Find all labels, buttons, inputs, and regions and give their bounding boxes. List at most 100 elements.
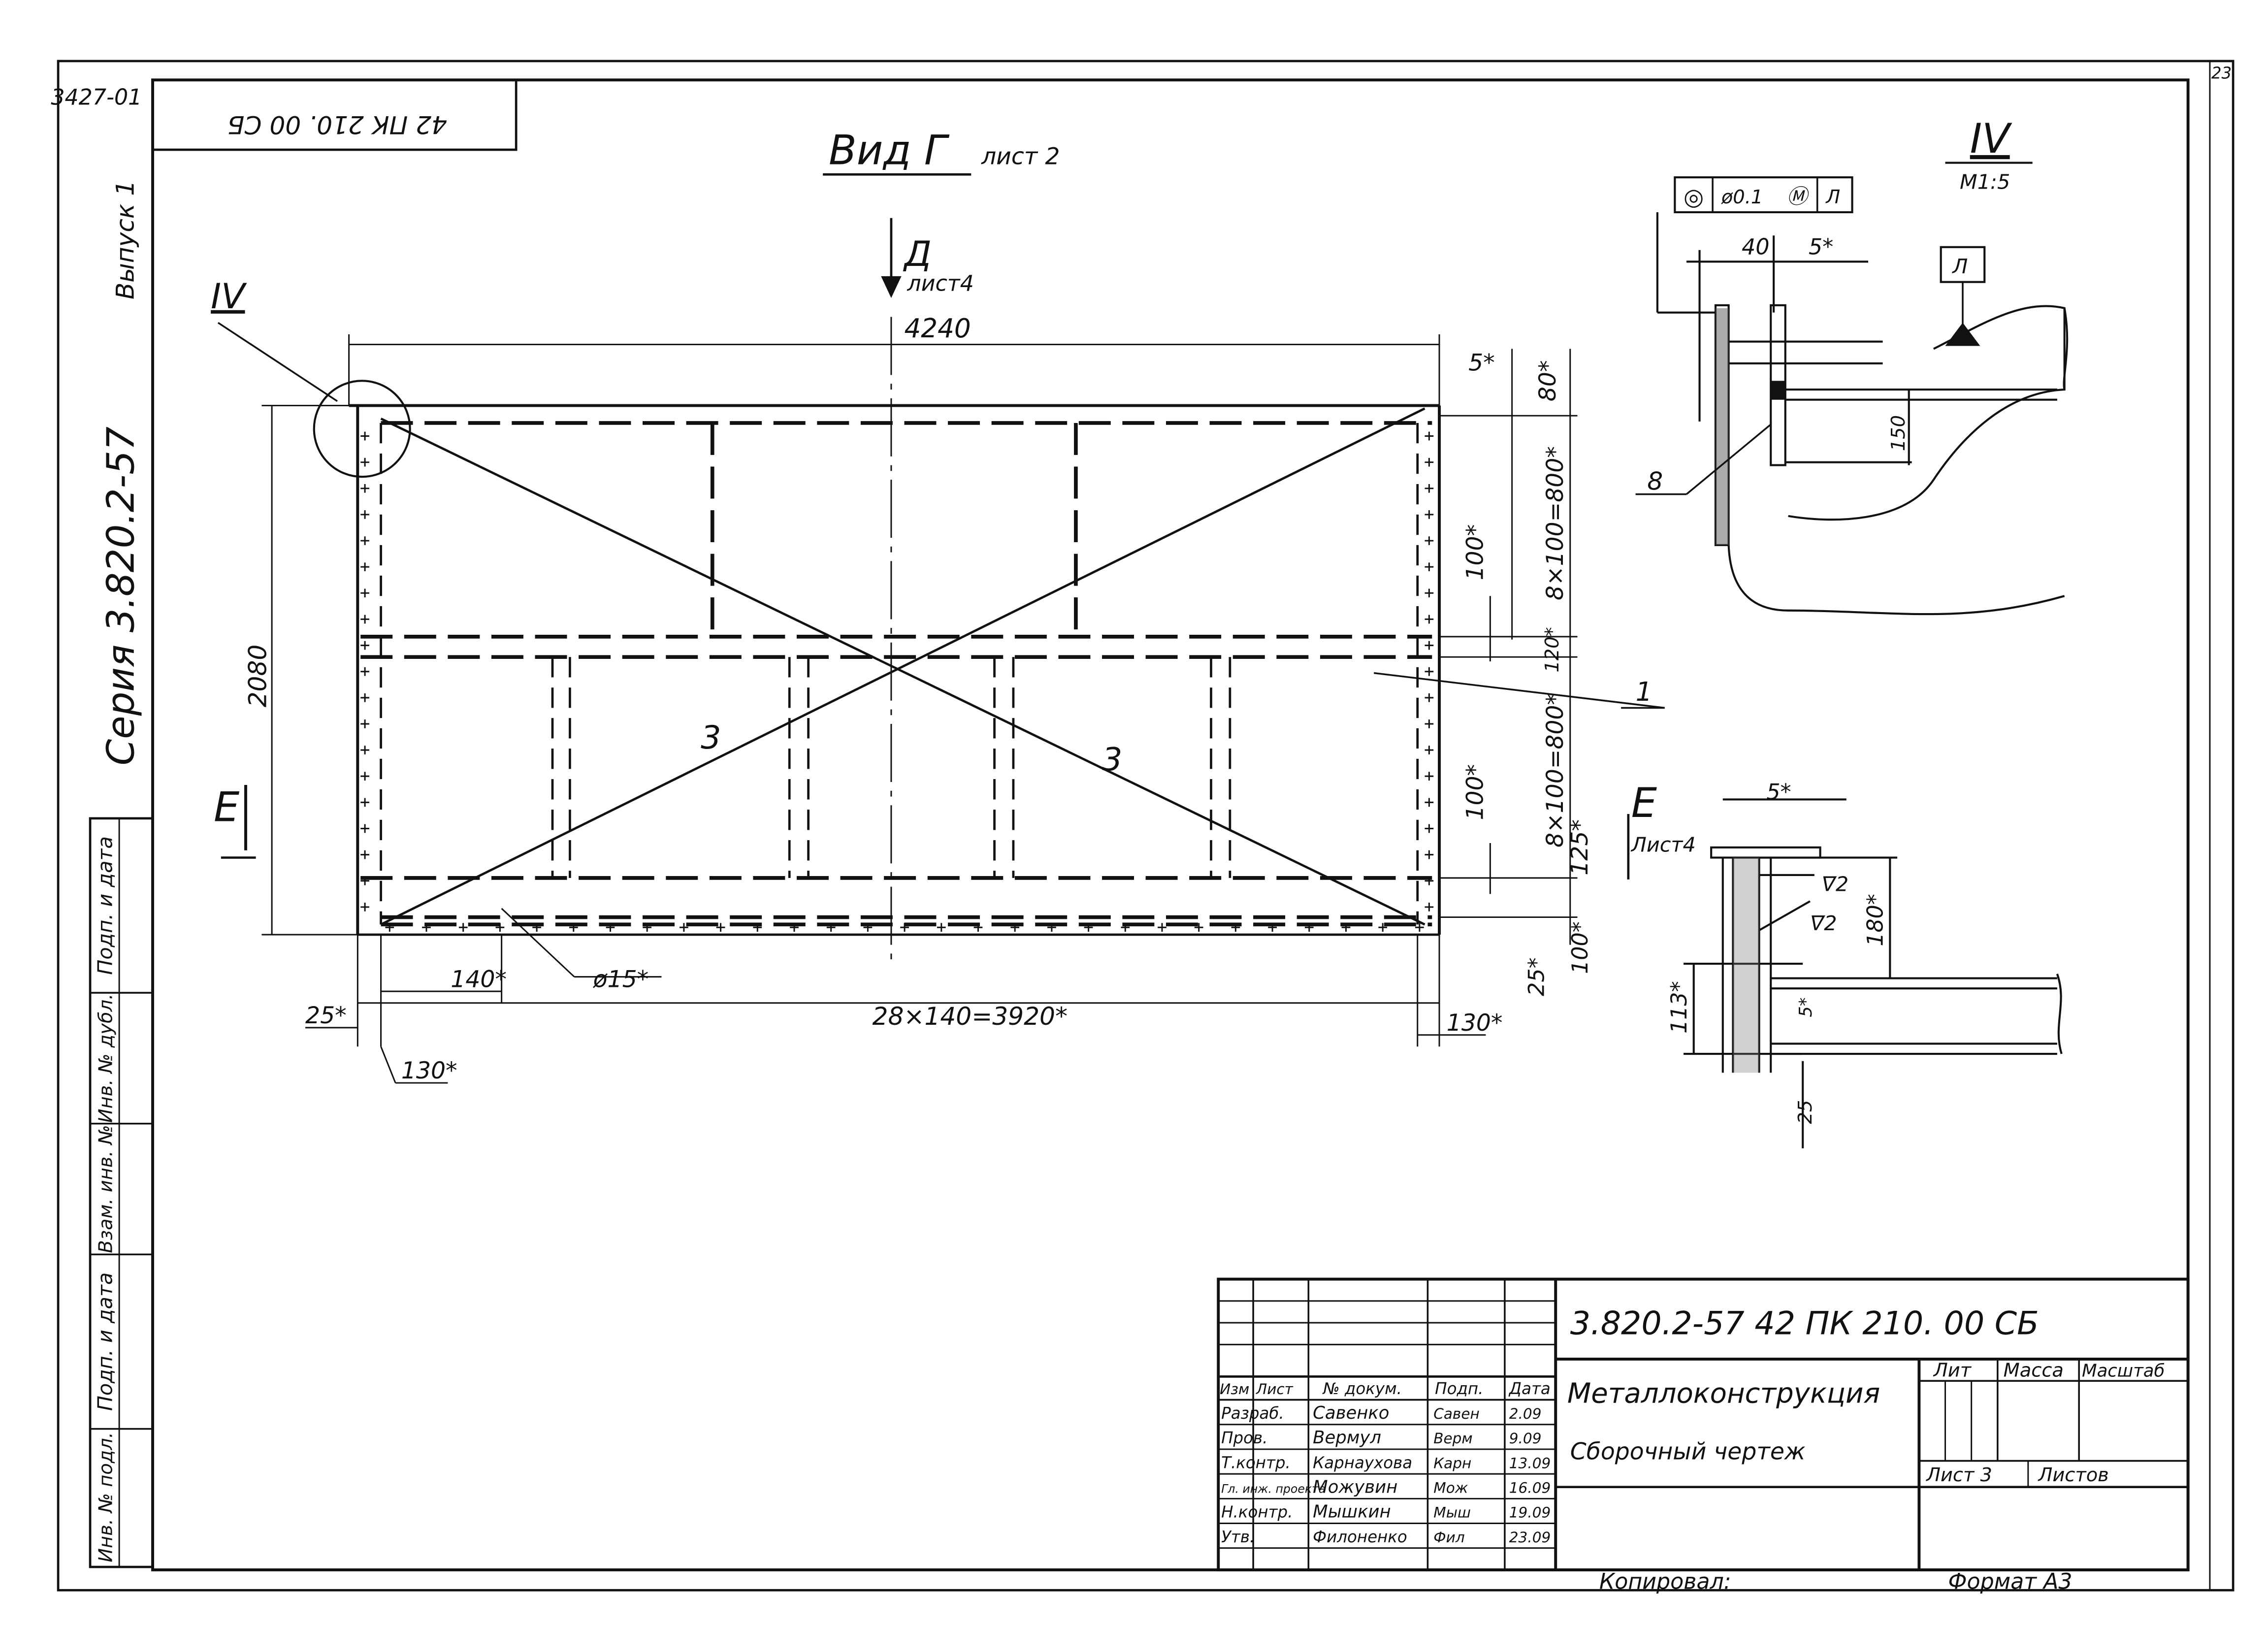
dim-lower-offset: 125* [1566,819,1593,876]
hole-mark [680,923,688,932]
plate-view: 3 3 IV 1 Е [211,276,1665,960]
dim-left-130: 130* [401,1057,457,1084]
tol-mod: Ⓜ [1787,185,1810,208]
dim-height: 2080 [243,645,272,708]
hole-mark [1425,824,1434,833]
section-e: Е Лист4 5* ᐁ2 ᐁ2 180* [1627,780,2063,1148]
tb-name-0: Савенко [1313,1403,1389,1423]
hole-mark [973,923,983,932]
hole-mark [1425,693,1434,702]
hole-mark [360,588,369,598]
side-stamp-2: Инв. № дубл. [95,994,117,1123]
hole-mark [422,923,431,932]
hole-mark [1425,641,1434,650]
hole-mark [1415,923,1424,932]
hole-mark [1425,798,1434,807]
tb-hdr-sign: Подп. [1435,1379,1483,1398]
issue-label: Выпуск 1 [111,180,140,299]
hole-mark [360,798,369,807]
dim-right-130: 130* [1447,1009,1503,1037]
section-e-dim-5b: 5* [1796,997,1816,1017]
tb-lit: Лит [1933,1359,1972,1381]
hole-mark [790,923,799,932]
hole-mark [606,923,615,932]
hole-mark [569,923,578,932]
tb-hdr-list: Лист [1256,1381,1294,1398]
tb-name: Металлоконструкция [1567,1377,1880,1409]
hole-mark [495,923,505,932]
tb-scale: Масштаб [2082,1361,2165,1381]
detail-iv-title: IV [1970,115,2012,163]
top-stamp: 42 ПК 210. 00 СБ [227,110,447,139]
hole-mark [1425,431,1434,441]
top-stamp-box [151,78,518,151]
sheet-index: 23 [2211,64,2232,82]
side-stamp-1: Подп. и дата [93,836,117,975]
hole-mark [1425,457,1434,467]
hole-mark [1425,772,1434,781]
tb-sign-0: Савен [1433,1405,1480,1422]
tol-value: ø0.1 [1721,186,1763,208]
view-arrow-d: Д лист4 [881,218,974,298]
hole-marks [360,431,1434,932]
tb-sign-5: Фил [1433,1529,1464,1546]
tb-date-2: 13.09 [1509,1455,1551,1471]
hole-mark [360,562,369,572]
section-e-mark: Е [214,784,240,831]
tb-date-4: 19.09 [1509,1504,1551,1521]
dim-left-25: 25* [305,1002,347,1029]
view-title-text: Вид Г [829,127,950,174]
node-iv-circle [313,380,411,478]
hole-mark [1425,903,1434,912]
dim-lower-step: 100* [1462,764,1489,820]
hole-mark [1304,923,1314,932]
section-e-title: Е [1631,780,1657,827]
title-block [1217,1277,2190,1571]
tb-role-4: Н.контр. [1221,1503,1293,1522]
hole-mark [360,457,369,467]
tb-hdr-date: Дата [1508,1379,1551,1398]
tb-date-3: 16.09 [1509,1479,1551,1496]
hole-mark [1231,923,1240,932]
hole-mark [360,615,369,624]
tb-name-5: Филоненко [1313,1528,1407,1546]
tb-hdr-doc: № докум. [1322,1379,1402,1398]
brace-label-b: 3 [1102,741,1122,778]
tb-doctype: Сборочный чертеж [1570,1438,1806,1465]
detail-dim-40: 40 [1742,235,1769,260]
hole-mark [360,772,369,781]
hole-mark [1268,923,1277,932]
tol-datum: Л [1825,186,1840,208]
tb-name-3: Можувин [1313,1477,1397,1497]
dim-hole-dia: ø15* [593,966,649,993]
hole-mark [643,923,652,932]
hole-mark [1425,850,1434,859]
series-label: Серия 3.820.2-57 [99,426,143,765]
hole-mark [1425,588,1434,598]
arrow-d-ref: лист4 [907,271,973,296]
hole-mark [1378,923,1388,932]
tb-date-0: 2.09 [1509,1405,1542,1422]
detail-iv-scale: М1:5 [1960,170,2010,194]
hole-mark [360,746,369,754]
dim-upper-pitch: 8×100=800* [1542,446,1569,600]
node-iv-label: IV [211,276,247,317]
tb-name-4: Мышкин [1313,1502,1391,1522]
tb-date-1: 9.09 [1509,1430,1542,1447]
tb-mass: Масса [2004,1359,2064,1381]
detail-iv: IV М1:5 ◎ ø0.1 Ⓜ Л Л [1635,115,2069,616]
hole-mark [360,536,369,545]
hole-mark [360,667,369,676]
tb-role-2: Т.контр. [1221,1453,1291,1472]
tb-sign-2: Карн [1433,1455,1471,1471]
tb-code: 3.820.2-57 42 ПК 210. 00 СБ [1570,1305,2039,1342]
hole-mark [1425,510,1434,519]
section-e-weld-a: ᐁ2 [1822,872,1849,896]
tb-role-5: Утв. [1221,1528,1255,1546]
hole-mark [1425,667,1434,676]
arrow-d-label: Д [903,233,931,274]
datum-box: Л [1951,255,1968,278]
tb-sign-3: Мож [1433,1479,1468,1496]
dim-bottom-right-25: 25* [1524,957,1550,996]
callout-1: 1 [1636,677,1652,707]
